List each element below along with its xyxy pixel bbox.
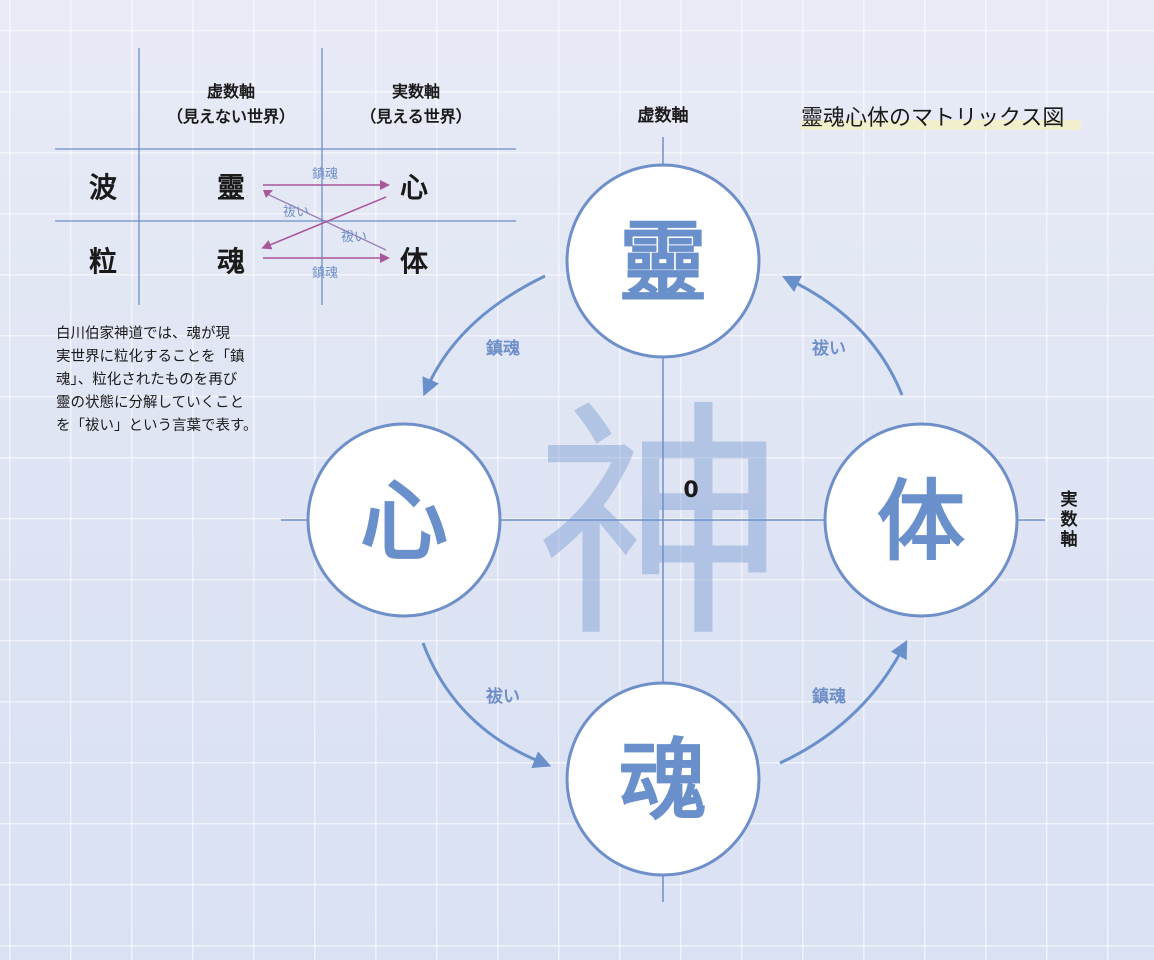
table-arrow-cross-line — [264, 192, 387, 251]
diagram-title-group: 靈魂心体のマトリックス図 — [801, 106, 1081, 131]
node-bottom-circle — [565, 681, 761, 877]
table-label-bottom: 鎮魂 — [312, 265, 338, 281]
node-left: 心 — [306, 422, 502, 618]
col-header-real: 実数軸 — [392, 82, 440, 101]
node-bottom-character: 魂 — [619, 728, 707, 832]
arrow-label-left-to-bottom: 祓い — [486, 686, 520, 707]
title-highlight — [801, 120, 1081, 130]
table-label-cross-right: 祓い — [341, 230, 367, 245]
col-header-real-sub: （見える世界） — [360, 107, 472, 126]
description-text: 白川伯家神道では、魂が現 実世界に粒化することを「鎮 魂」、粒化されたものを再び… — [56, 326, 258, 434]
table-arrow-cross-head — [263, 190, 273, 198]
wave-particle-table: 虚数軸 （見えない世界） 実数軸 （見える世界） 波 粒 靈 魂 心 体 鎮魂 … — [55, 48, 516, 305]
node-top-circle — [565, 163, 761, 359]
vertical-axis-label: 虚数軸 — [638, 105, 689, 126]
cycle-arrows: 鎮魂 祓い 祓い 鎮魂 — [421, 274, 908, 769]
node-right: 体 — [823, 422, 1019, 618]
table-label-top: 鎮魂 — [312, 166, 338, 182]
cell-wave-real: 心 — [400, 171, 428, 204]
arrow-bottom-to-right — [779, 640, 908, 765]
col-header-imaginary-sub: （見えない世界） — [167, 107, 295, 126]
arrow-right-to-top — [781, 275, 904, 396]
cell-wave-imaginary: 靈 — [217, 171, 245, 204]
table-label-cross-left: 祓い — [283, 205, 309, 220]
arrow-top-to-left — [422, 274, 546, 397]
node-left-circle — [306, 422, 502, 618]
cell-particle-real: 体 — [400, 245, 429, 278]
arrow-label-top-to-left: 鎮魂 — [486, 338, 520, 359]
node-right-circle — [823, 422, 1019, 618]
col-header-imaginary: 虚数軸 — [207, 82, 255, 101]
arrow-label-right-to-top: 祓い — [812, 338, 846, 359]
horizontal-axis-label: 実数軸 — [1061, 489, 1079, 550]
arrow-label-bottom-to-right: 鎮魂 — [812, 686, 846, 707]
node-bottom: 魂 — [565, 681, 761, 877]
node-top: 靈 — [565, 163, 761, 359]
watermark-character: 神 — [535, 380, 785, 671]
node-right-character: 体 — [877, 469, 965, 573]
node-left-character: 心 — [360, 469, 448, 573]
cell-particle-imaginary: 魂 — [217, 245, 245, 278]
origin-label: 0 — [683, 478, 698, 503]
row-head-particle: 粒 — [89, 245, 117, 278]
node-top-character: 靈 — [619, 210, 707, 314]
arrow-left-to-bottom — [421, 642, 552, 769]
row-head-wave: 波 — [89, 171, 118, 204]
diagram-title: 靈魂心体のマトリックス図 — [801, 106, 1064, 131]
